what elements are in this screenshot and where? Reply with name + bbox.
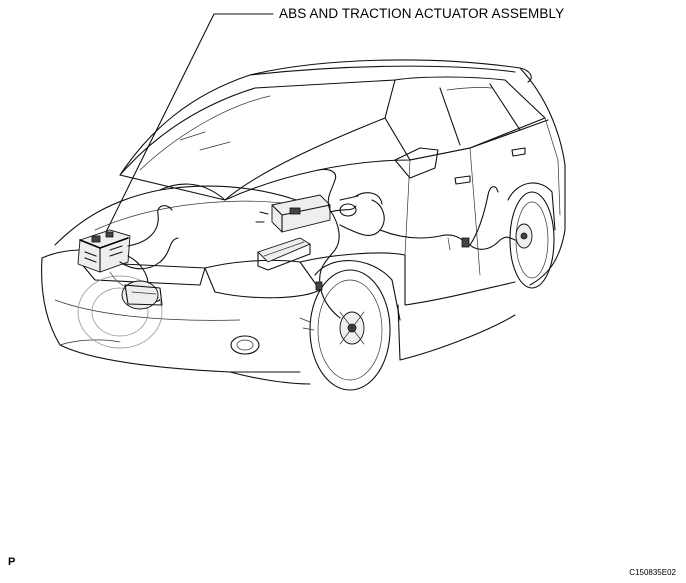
rear-right-wheel [507, 182, 556, 289]
misc-part-details [179, 131, 315, 331]
rear-speed-sensor-harness [379, 186, 516, 251]
figure-code: C150835E02 [629, 568, 676, 577]
front-left-wheel [77, 275, 163, 349]
front-speed-sensor-harness [315, 168, 385, 319]
abs-actuator-assembly [77, 205, 179, 303]
front-right-wheel [309, 260, 401, 391]
engine-ecu-module [257, 237, 311, 271]
vehicle-body [41, 59, 566, 385]
callout-leader-line [103, 13, 274, 237]
brake-booster [121, 280, 163, 310]
corner-mark: P [8, 556, 16, 568]
master-cylinder-assembly [255, 194, 359, 233]
callout-label: ABS AND TRACTION ACTUATOR ASSEMBLY [279, 6, 565, 21]
